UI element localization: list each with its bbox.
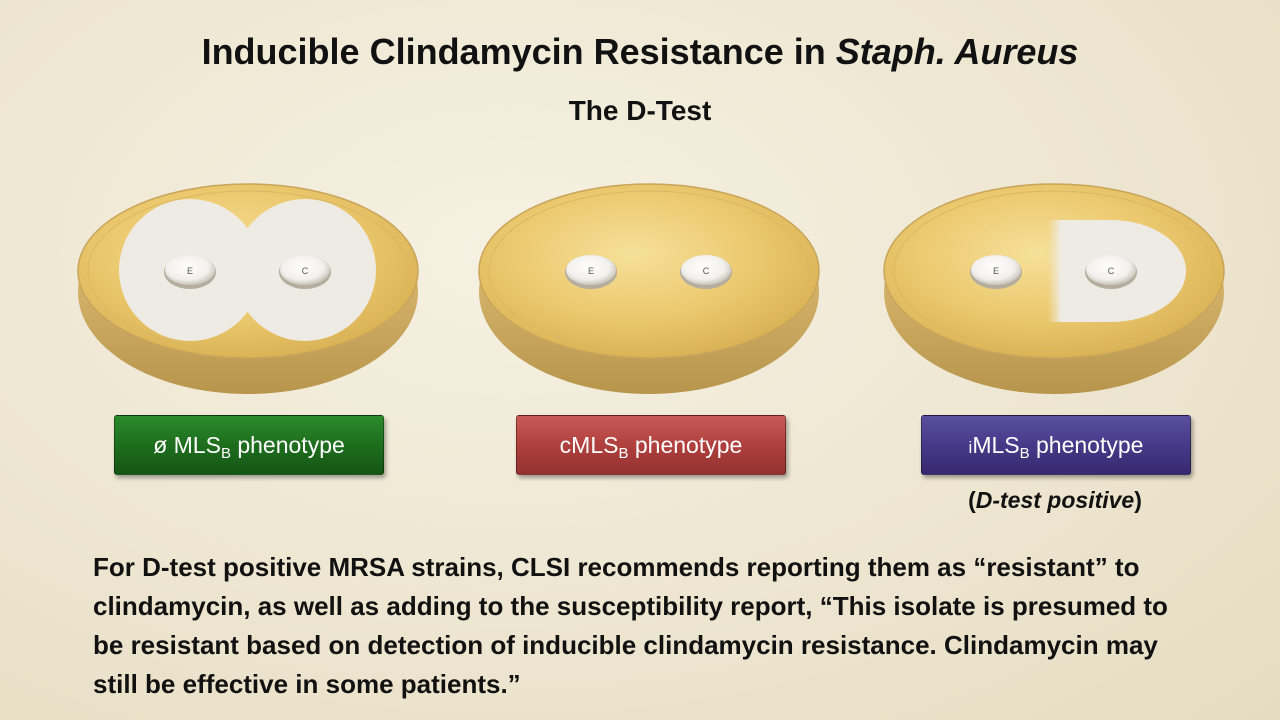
dish-agar: [478, 183, 820, 359]
d-test-positive-note: (D-test positive): [921, 484, 1189, 516]
phenotype-label-constitutive: cMLSB phenotype: [516, 415, 786, 475]
disc-c: C: [680, 255, 732, 289]
disc-c-label: C: [302, 266, 309, 276]
disc-e-label: E: [187, 266, 193, 276]
petri-dish-3: E C: [883, 183, 1225, 394]
label-suffix: phenotype: [628, 432, 743, 458]
slide-title: Inducible Clindamycin Resistance in Stap…: [0, 28, 1280, 76]
label-subscript: B: [618, 445, 629, 462]
slide-subtitle: The D-Test: [568, 95, 712, 126]
label-suffix: phenotype: [1029, 432, 1144, 458]
label-subscript: B: [1019, 445, 1030, 462]
label-subscript: B: [220, 445, 231, 462]
disc-e: E: [164, 255, 216, 289]
disc-c: C: [1085, 255, 1137, 289]
label-prefix: MLS: [972, 432, 1020, 458]
disc-e-label: E: [993, 266, 999, 276]
note-open: (: [968, 487, 976, 513]
slide-title-italic: Staph. Aureus: [835, 31, 1079, 72]
disc-e-label: E: [588, 266, 594, 276]
phenotype-label-none: ø MLSB phenotype: [114, 415, 384, 475]
dish-rim: [893, 190, 1215, 352]
dish-rim: [488, 190, 810, 352]
note-close: ): [1134, 487, 1142, 513]
phenotype-label-inducible: iMLSB phenotype: [921, 415, 1191, 475]
label-prefix: cMLS: [559, 432, 619, 458]
label-prefix: ø MLS: [153, 432, 221, 458]
petri-dish-2: E C: [478, 183, 820, 394]
disc-e: E: [970, 255, 1022, 289]
label-suffix: phenotype: [230, 432, 345, 458]
disc-c-label: C: [1108, 266, 1115, 276]
petri-dish-diagram: E C E C: [77, 183, 1225, 394]
disc-c: C: [279, 255, 331, 289]
disc-c-label: C: [703, 266, 710, 276]
note-italic: D-test positive: [975, 487, 1135, 513]
label-pre-small: i: [968, 438, 973, 457]
clsi-recommendation-text: For D-test positive MRSA strains, CLSI r…: [93, 552, 1168, 699]
dish-rim: [87, 190, 409, 352]
disc-e: E: [565, 255, 617, 289]
slide-title-prefix: Inducible Clindamycin Resistance in: [201, 31, 836, 72]
petri-dish-1: E C: [77, 183, 419, 394]
